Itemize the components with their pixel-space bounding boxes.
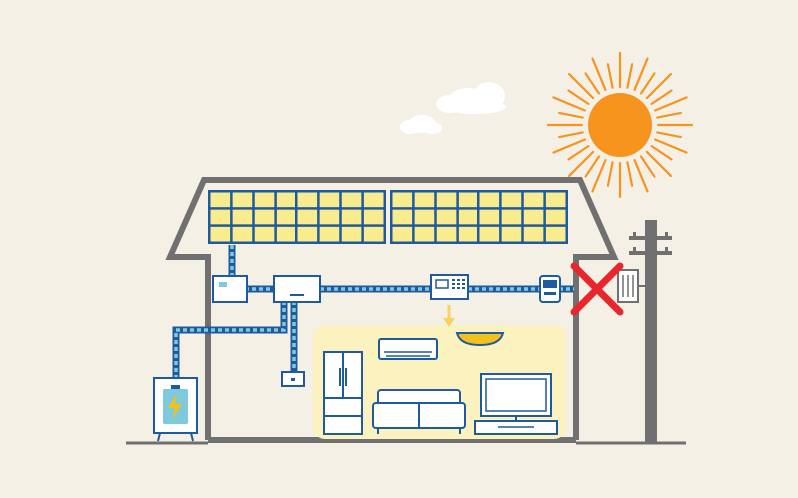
air-conditioner-icon: [378, 338, 438, 360]
pole-transformer-icon: [617, 269, 645, 303]
ceiling-light-icon: [455, 332, 505, 347]
cloud-icon: [400, 115, 442, 134]
battery-icon: [153, 377, 198, 442]
refrigerator-icon: [323, 351, 363, 435]
sun-icon: [546, 51, 694, 199]
television-icon: [474, 373, 558, 435]
cloud-icon: [436, 82, 506, 114]
sofa-icon: [372, 389, 466, 434]
solar-panel-array: [208, 190, 568, 244]
cross-icon: [570, 262, 624, 316]
power-conditioner-icon: [212, 275, 248, 303]
outlet-icon: [281, 371, 305, 387]
solar-panel-icon: [477, 190, 568, 244]
solar-panel-icon: [295, 190, 386, 244]
solar-panel-icon: [208, 190, 299, 244]
meter-icon: [539, 275, 561, 303]
arrow-down-icon: [443, 305, 455, 327]
house-outline: [165, 177, 619, 443]
utility-pole-icon: [629, 220, 672, 443]
control-panel-icon: [430, 274, 469, 300]
distribution-board-icon: [273, 275, 321, 303]
solar-panel-icon: [390, 190, 481, 244]
